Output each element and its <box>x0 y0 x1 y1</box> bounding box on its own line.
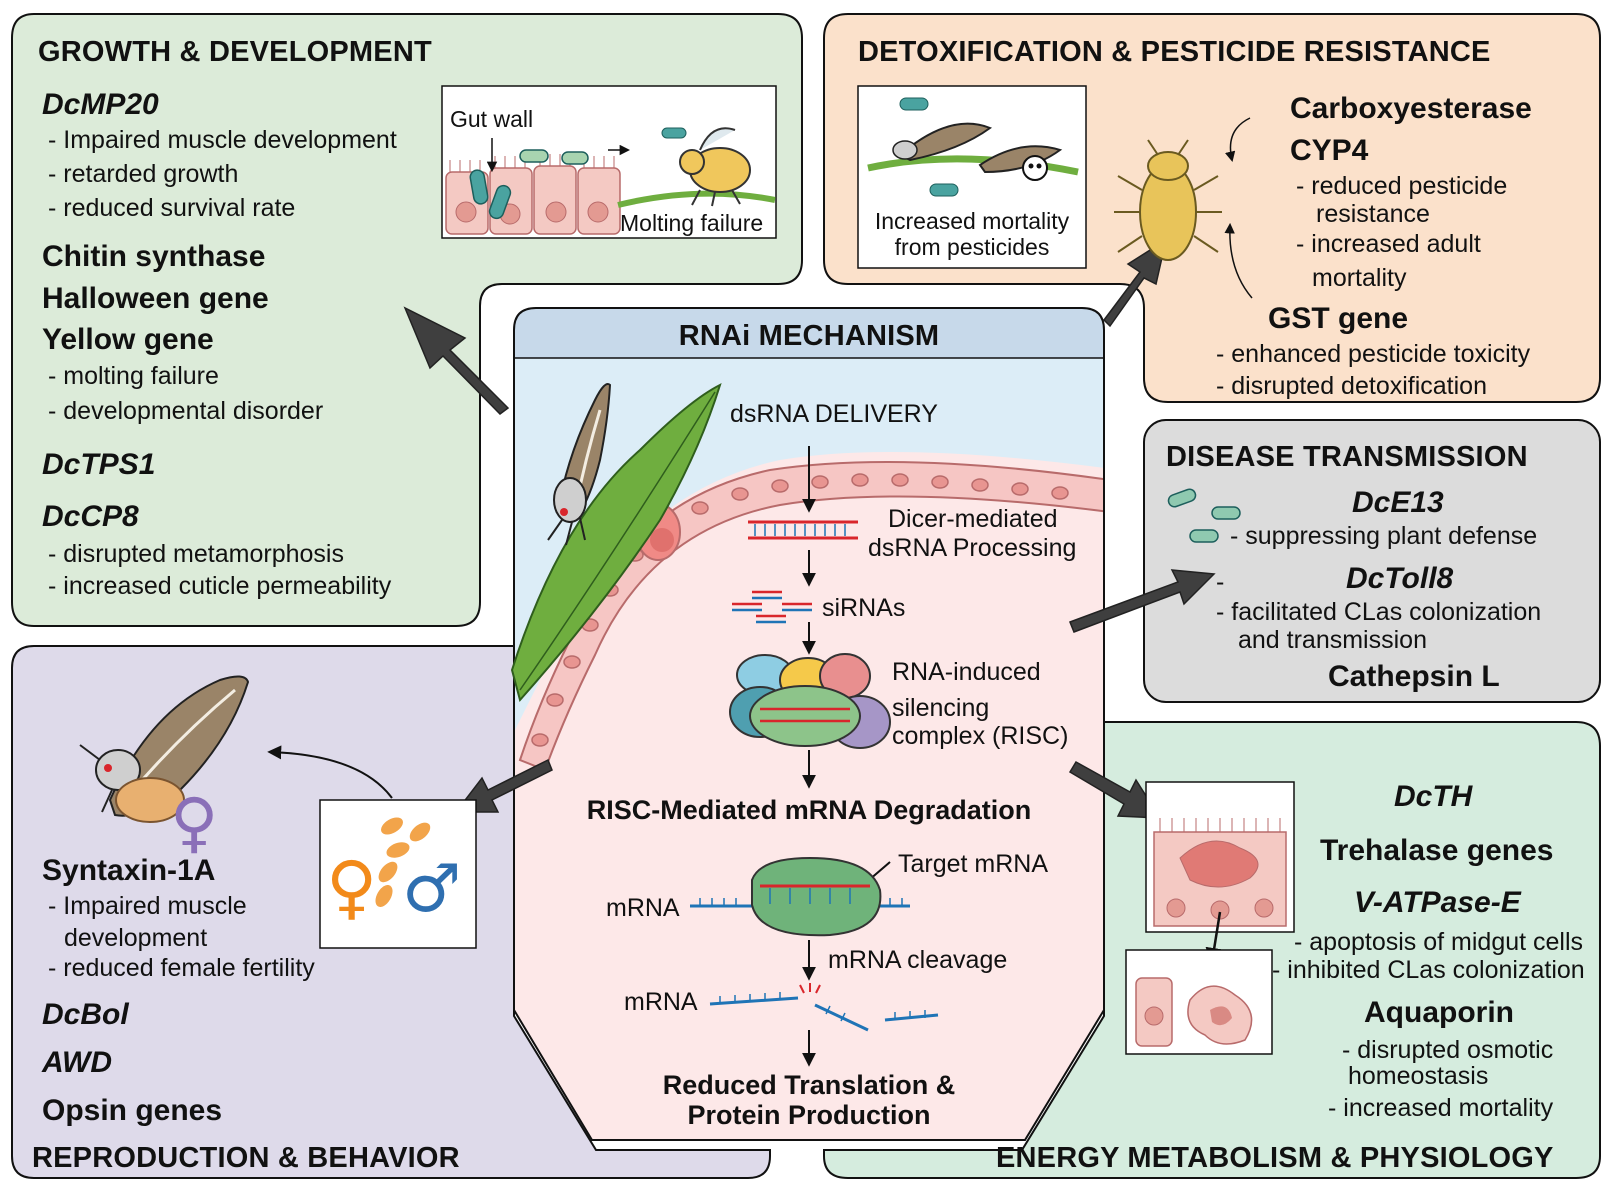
psyllid-on-leaf <box>547 383 612 546</box>
effect-text: - increased mortality <box>1328 1094 1554 1122</box>
molting-psyllid <box>661 127 751 207</box>
female-symbol-icon: ♀ <box>326 846 378 928</box>
mrna-label: mRNA <box>606 894 680 922</box>
effect-text: - disrupted metamorphosis <box>48 540 344 568</box>
gene-carboxyesterase: Carboxyesterase <box>1290 92 1532 125</box>
effect-text: - facilitated CLas colonization <box>1216 598 1542 626</box>
gene-dctoll8: DcToll8 <box>1346 562 1454 595</box>
effect-text: - suppressing plant defense <box>1230 522 1538 550</box>
leaf-shape <box>510 383 722 703</box>
dsrna-delivery-label: dsRNA DELIVERY <box>730 400 938 428</box>
gene-v-atpase-e: V-ATPase-E <box>1354 886 1521 919</box>
dash-text: - <box>1216 568 1225 596</box>
degradation-label: RISC-Mediated mRNA Degradation <box>586 795 1032 825</box>
dicer-label: Dicer-mediated <box>888 505 1058 533</box>
gene-cathepsin-l: Cathepsin L <box>1328 660 1500 693</box>
reproduction-psyllid <box>79 675 250 823</box>
gene-trehalase: Trehalase genes <box>1320 834 1554 867</box>
effect-text: - inhibited CLas colonization <box>1272 956 1585 984</box>
dead-psyllids <box>892 97 1063 197</box>
male-symbol-icon: ♂ <box>402 850 462 927</box>
gene-gst: GST gene <box>1268 302 1409 335</box>
cleaved-mrna <box>709 996 939 1032</box>
effect-text: - enhanced pesticide toxicity <box>1216 340 1531 368</box>
dsrna-duplex <box>748 520 858 540</box>
risc-label: silencing <box>892 694 990 722</box>
effect-text: - reduced pesticide <box>1296 172 1508 200</box>
effect-text: - molting failure <box>48 362 219 390</box>
gene-opsin: Opsin genes <box>42 1094 223 1127</box>
effect-text: - disrupted detoxification <box>1216 372 1487 400</box>
detox-inset-label: from pesticides <box>894 234 1050 260</box>
disease-bacteria <box>1167 488 1241 543</box>
gut-wall-label: Gut wall <box>450 106 534 132</box>
target-mrna-label: Target mRNA <box>898 850 1049 878</box>
effect-text: - Impaired muscle development <box>48 126 397 154</box>
gene-dcbol: DcBol <box>42 998 129 1031</box>
risc-label: RNA-induced <box>892 658 1041 686</box>
disease-title: DISEASE TRANSMISSION <box>1166 441 1528 473</box>
effect-text: - increased cuticle permeability <box>48 572 392 600</box>
effect-text: - increased adult <box>1296 230 1481 258</box>
effect-text: mortality <box>1312 264 1407 292</box>
mechanism-title: RNAi MECHANISM <box>678 320 940 352</box>
effect-text: - reduced female fertility <box>48 954 315 982</box>
gene-syntaxin-1a: Syntaxin-1A <box>42 854 216 887</box>
sperm-shapes <box>375 817 431 907</box>
effect-text: resistance <box>1316 200 1430 228</box>
effect-text: - developmental disorder <box>48 397 324 425</box>
effect-text: homeostasis <box>1348 1062 1489 1090</box>
effect-text: and transmission <box>1238 626 1427 654</box>
gene-cyp4: CYP4 <box>1290 134 1369 167</box>
risc-complex <box>729 653 891 749</box>
gene-halloween: Halloween gene <box>42 282 269 315</box>
mrna-cleavage-label: mRNA cleavage <box>828 946 1008 974</box>
yellow-psyllid <box>1114 139 1222 261</box>
gene-dce13: DcE13 <box>1352 486 1444 519</box>
effect-text: - disrupted osmotic <box>1342 1036 1554 1064</box>
gene-dcmp20: DcMP20 <box>42 88 159 121</box>
mrna-label: mRNA <box>624 988 698 1016</box>
bacteria <box>469 149 589 220</box>
detox-inset <box>857 85 1087 269</box>
female-symbol-icon: ♀ <box>170 784 219 861</box>
molting-failure-label: Molting failure <box>620 210 764 236</box>
gene-dctps1: DcTPS1 <box>42 448 156 481</box>
effect-text: development <box>64 924 208 952</box>
gene-dcth: DcTH <box>1394 780 1473 813</box>
reduced-translation-label: Reduced Translation & <box>662 1070 956 1100</box>
disease-panel <box>1143 419 1601 703</box>
sirna-label: siRNAs <box>822 594 906 622</box>
risc-label: complex (RISC) <box>892 722 1069 750</box>
dicer-label: dsRNA Processing <box>868 534 1077 562</box>
effect-text: - reduced survival rate <box>48 194 296 222</box>
detox-inset-label: Increased mortality <box>874 208 1070 234</box>
gene-awd: AWD <box>42 1046 112 1079</box>
detox-title: DETOXIFICATION & PESTICIDE RESISTANCE <box>858 36 1491 68</box>
growth-title: GROWTH & DEVELOPMENT <box>38 36 432 68</box>
target-mrna-risc <box>690 856 910 937</box>
effect-text: - retarded growth <box>48 160 239 188</box>
sirna-fragments <box>732 590 812 624</box>
effect-text: - Impaired muscle <box>48 892 247 920</box>
gene-yellow: Yellow gene <box>42 323 214 356</box>
effect-text: - apoptosis of midgut cells <box>1294 928 1584 956</box>
gene-aquaporin: Aquaporin <box>1364 996 1514 1029</box>
gene-dccp8: DcCP8 <box>42 500 139 533</box>
gene-chitin-synthase: Chitin synthase <box>42 240 266 273</box>
reproduction-title: REPRODUCTION & BEHAVIOR <box>32 1142 460 1174</box>
connector-arrows <box>403 238 1216 819</box>
energy-title: ENERGY METABOLISM & PHYSIOLOGY <box>996 1142 1554 1174</box>
reduced-translation-label: Protein Production <box>687 1100 931 1130</box>
